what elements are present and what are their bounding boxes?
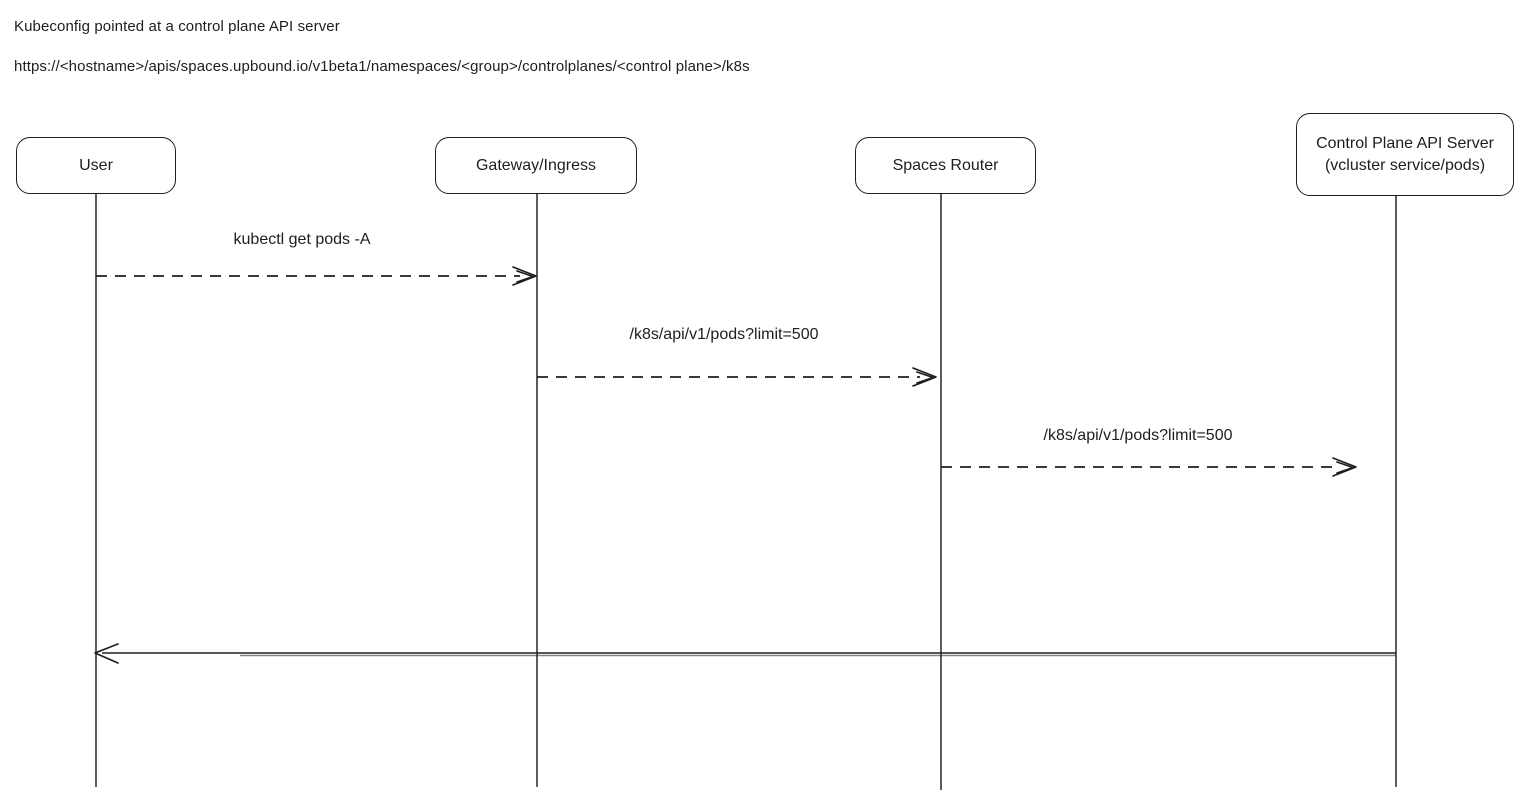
return-arrowhead	[94, 643, 119, 664]
actor-gateway-ingress-label: Gateway/Ingress	[475, 156, 597, 174]
actor-user: User	[16, 137, 176, 194]
actor-control-plane-api-server-label: Control Plane API Server (vcluster servi…	[1316, 134, 1494, 174]
actor-control-plane-api-server: Control Plane API Server (vcluster servi…	[1296, 113, 1514, 196]
message-label-kubectl-get-pods: kubectl get pods -A	[233, 231, 371, 248]
actor-spaces-router: Spaces Router	[855, 137, 1036, 194]
diagram-title: Kubeconfig pointed at a control plane AP…	[14, 18, 340, 35]
kubeconfig-endpoint-url: https://<hostname>/apis/spaces.upbound.i…	[14, 58, 750, 75]
message-label-k8s-api-pods-2: /k8s/api/v1/pods?limit=500	[1043, 427, 1233, 444]
message-label-k8s-api-pods-1: /k8s/api/v1/pods?limit=500	[629, 326, 819, 343]
actor-gateway-ingress: Gateway/Ingress	[435, 137, 637, 194]
actor-spaces-router-label: Spaces Router	[892, 156, 999, 174]
actor-user-label: User	[79, 156, 113, 174]
message-arrowhead-1	[512, 266, 537, 286]
message-arrowhead-2	[912, 367, 937, 387]
message-arrowhead-3	[1332, 457, 1357, 477]
message-arrowhead-2-inner	[916, 371, 934, 384]
message-arrowhead-1-inner	[516, 270, 534, 283]
message-arrowhead-3-inner	[1336, 461, 1354, 474]
